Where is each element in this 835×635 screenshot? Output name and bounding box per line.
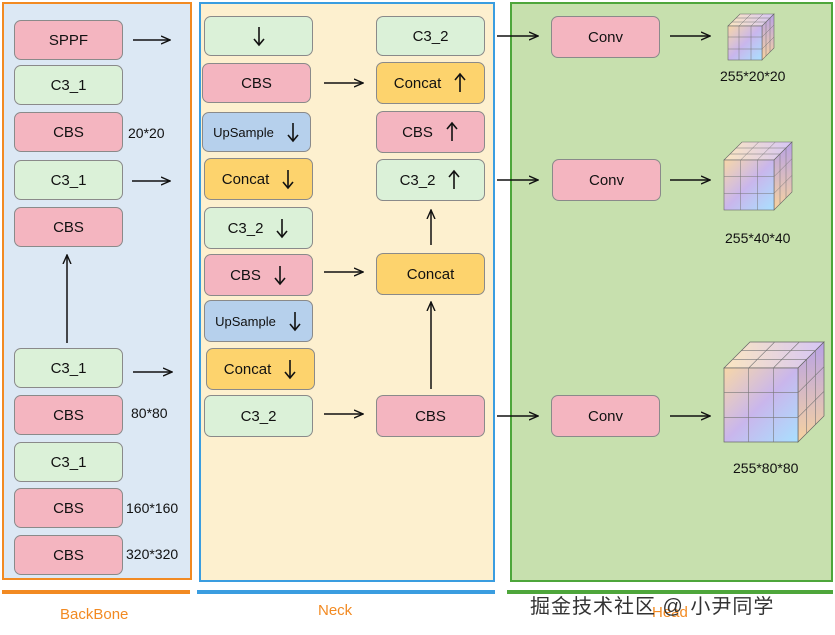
neck-block-upsample: UpSample [202, 112, 311, 152]
output-size-label: 255*20*20 [720, 68, 786, 84]
block-label: CBS [402, 123, 433, 141]
block-label: Conv [587, 28, 624, 46]
output-tensor-cube-icon [727, 13, 775, 61]
arrow-down-icon [288, 310, 302, 332]
block-label: CBS [241, 74, 272, 92]
backbone-block-c3-1: C3_1 [14, 442, 123, 482]
watermark-text: 掘金技术社区 @ 小尹同学 [530, 596, 775, 618]
block-label: C3_2 [240, 407, 277, 425]
output-size-label: 255*80*80 [733, 460, 799, 476]
arrow-up-icon [445, 121, 459, 143]
neck-block-concat: Concat [204, 158, 313, 200]
neck-block-upsample: UpSample [204, 300, 313, 342]
neck-block-cbs: CBS [202, 63, 311, 103]
head-section-label: Head [652, 604, 688, 621]
head-block-conv: Conv [551, 16, 660, 58]
backbone-block-cbs: CBS [14, 535, 123, 575]
arrow-up-icon [453, 72, 467, 94]
neck-block-concat: Concat [376, 253, 485, 295]
arrow-down-icon [275, 217, 289, 239]
block-label: Concat [406, 265, 455, 283]
backbone-block-cbs: CBS [14, 207, 123, 247]
arrow-up-icon [447, 169, 461, 191]
feature-size-label: 160*160 [126, 500, 179, 516]
feature-size-label: 80*80 [131, 405, 168, 421]
block-label: UpSample [213, 124, 274, 140]
arrow-down-icon [286, 121, 300, 143]
backbone-block-sppf: SPPF [14, 20, 123, 60]
backbone-section-label: BackBone [60, 606, 129, 623]
block-label: Conv [587, 407, 624, 425]
block-label: CBS [53, 123, 84, 141]
block-label: C3_1 [50, 171, 87, 189]
backbone-block-cbs: CBS [14, 112, 123, 152]
backbone-block-cbs: CBS [14, 488, 123, 528]
block-label: C3_1 [50, 359, 87, 377]
block-label: CBS [415, 407, 446, 425]
block-label: CBS [53, 218, 84, 236]
neck-block-cbs: CBS [376, 395, 485, 437]
block-label: CBS [53, 406, 84, 424]
head-underline [507, 590, 833, 594]
neck-block-c3-2: C3_2 [204, 207, 313, 249]
feature-size-label: 320*320 [126, 546, 179, 562]
head-block-conv: Conv [552, 159, 661, 201]
block-label: CBS [53, 499, 84, 517]
backbone-block-c3-1: C3_1 [14, 65, 123, 105]
neck-block-c3-2: C3_2 [204, 395, 313, 437]
block-label: C3_1 [50, 453, 87, 471]
neck-block-cbs: CBS [376, 111, 485, 153]
neck-input-arrow-box [204, 16, 313, 56]
neck-section-label: Neck [318, 602, 353, 619]
head-panel [510, 2, 833, 582]
backbone-block-cbs: CBS [14, 395, 123, 435]
block-label: Concat [223, 360, 272, 378]
block-label: SPPF [48, 31, 89, 49]
arrow-down-icon [273, 264, 287, 286]
block-label: C3_2 [412, 27, 449, 45]
neck-block-concat: Concat [206, 348, 315, 390]
block-label: UpSample [215, 313, 276, 329]
output-tensor-cube-icon [723, 341, 825, 443]
neck-block-c3-2: C3_2 [376, 159, 485, 201]
neck-block-concat: Concat [376, 62, 485, 104]
backbone-block-c3-1: C3_1 [14, 348, 123, 388]
neck-underline [197, 590, 495, 594]
block-label: Concat [393, 74, 442, 92]
neck-block-c3-2: C3_2 [376, 16, 485, 56]
block-label: C3_2 [227, 219, 264, 237]
backbone-underline [2, 590, 190, 594]
arrow-down-icon [252, 25, 266, 47]
neck-block-cbs: CBS [204, 254, 313, 296]
arrow-down-icon [281, 168, 295, 190]
block-label: Conv [588, 171, 625, 189]
block-label: C3_1 [50, 76, 87, 94]
block-label: CBS [230, 266, 261, 284]
block-label: C3_2 [399, 171, 436, 189]
arrow-down-icon [283, 358, 297, 380]
backbone-block-c3-1: C3_1 [14, 160, 123, 200]
output-tensor-cube-icon [723, 141, 793, 211]
output-size-label: 255*40*40 [725, 230, 791, 246]
head-block-conv: Conv [551, 395, 660, 437]
block-label: Concat [221, 170, 270, 188]
feature-size-label: 20*20 [128, 125, 165, 141]
block-label: CBS [53, 546, 84, 564]
